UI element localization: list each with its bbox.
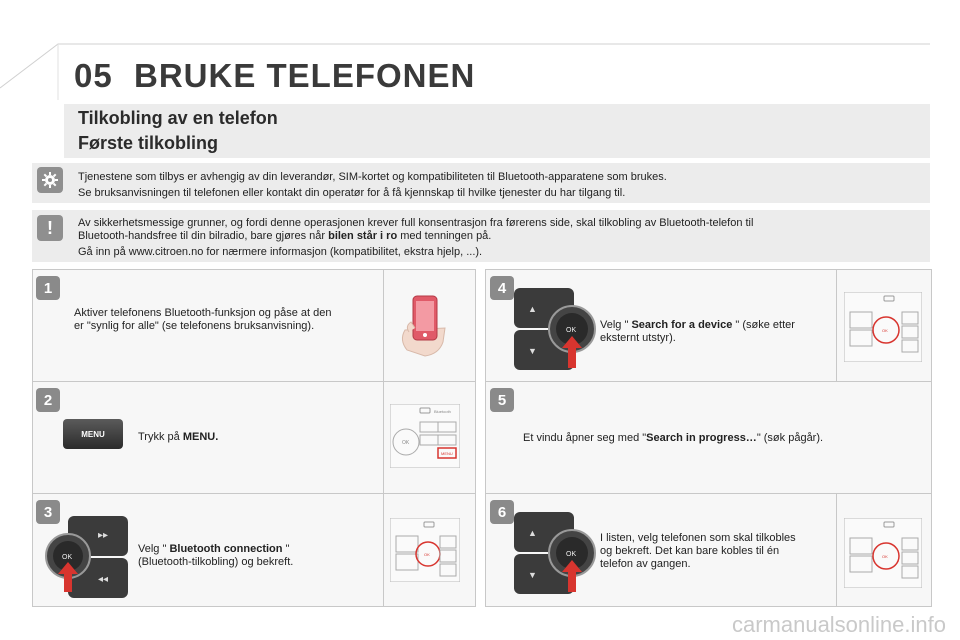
radio-menu-label: MENU <box>441 451 453 456</box>
info-line-1: Tjenestene som tilbys er avhengig av din… <box>78 171 667 183</box>
radio-bluetooth-label: Bluetooth <box>434 409 451 414</box>
ok-dial-image-3: ▸▸ ◂◂ OK <box>45 516 128 598</box>
svg-text:▲: ▲ <box>528 528 537 538</box>
radio-ok-label-6: OK <box>882 554 888 559</box>
warning-box <box>32 210 930 262</box>
ok-dial-3-label: OK <box>62 554 72 561</box>
warning-line-3: Gå inn på www.citroen.no for nærmere inf… <box>78 246 483 258</box>
ok-dial-4-label: OK <box>566 327 576 334</box>
section-title: Tilkobling av en telefon <box>78 108 278 128</box>
warning-line-2: Bluetooth-handsfree til din bilradio, ba… <box>78 230 492 242</box>
step-6-text: I listen, velg telefonen som skal tilkob… <box>600 532 796 570</box>
radio-ok-label: OK <box>402 440 410 446</box>
chapter-title: BRUKE TELEFONEN <box>134 57 476 94</box>
svg-text:▼: ▼ <box>528 570 537 580</box>
menu-button-label: MENU <box>81 429 105 439</box>
svg-text:▸▸: ▸▸ <box>98 530 108 541</box>
warning-bold: bilen står i ro <box>328 230 398 242</box>
step-1-panel <box>32 269 476 382</box>
svg-text:◂◂: ◂◂ <box>98 574 108 585</box>
step-3-text: Velg " Bluetooth connection " (Bluetooth… <box>138 543 294 568</box>
step-5-text: Et vindu åpner seg med "Search in progre… <box>523 432 824 444</box>
step-1-text: Aktiver telefonens Bluetooth-funksjon og… <box>74 307 332 332</box>
gear-icon <box>37 167 63 193</box>
svg-text:▲: ▲ <box>528 304 537 314</box>
info-box <box>32 163 930 203</box>
step-6-number: 6 <box>490 500 514 524</box>
chapter-number: 05 <box>74 57 113 94</box>
section-subtitle: Første tilkobling <box>78 133 219 153</box>
menu-button-image: MENU <box>63 419 123 449</box>
phone-in-hand-image <box>401 295 446 357</box>
step-1-number: 1 <box>36 276 60 300</box>
warning-line-1: Av sikkerhetsmessige grunner, og fordi d… <box>78 217 754 229</box>
radio-panel-dial-image-6: OK <box>844 518 922 588</box>
radio-ok-label-4: OK <box>882 328 888 333</box>
ok-dial-image-6: ▲ ▼ OK <box>514 512 596 594</box>
radio-panel-dial-image-3: OK <box>390 518 460 582</box>
step-5-panel <box>485 381 932 494</box>
ok-dial-image-4: ▲ ▼ OK <box>514 288 596 370</box>
section-title-box <box>64 104 930 158</box>
info-line-2: Se bruksanvisningen til telefonen eller … <box>78 187 626 199</box>
radio-ok-label-3: OK <box>424 552 430 557</box>
watermark: carmanualsonline.info <box>731 612 946 637</box>
step-5-number: 5 <box>490 388 514 412</box>
step-4-number: 4 <box>490 276 514 300</box>
step-2-text: Trykk på MENU. <box>138 431 219 443</box>
step-4-text: Velg " Search for a device " (søke etter… <box>600 319 795 344</box>
exclamation-icon: ! <box>37 215 63 241</box>
svg-text:▼: ▼ <box>528 346 537 356</box>
ok-dial-6-label: OK <box>566 551 576 558</box>
step-3-number: 3 <box>36 500 60 524</box>
radio-panel-dial-image-4: OK <box>844 292 922 362</box>
radio-panel-menu-image: Bluetooth OK MENU <box>390 404 460 468</box>
header-corner-lines <box>0 43 930 100</box>
step-2-number: 2 <box>36 388 60 412</box>
